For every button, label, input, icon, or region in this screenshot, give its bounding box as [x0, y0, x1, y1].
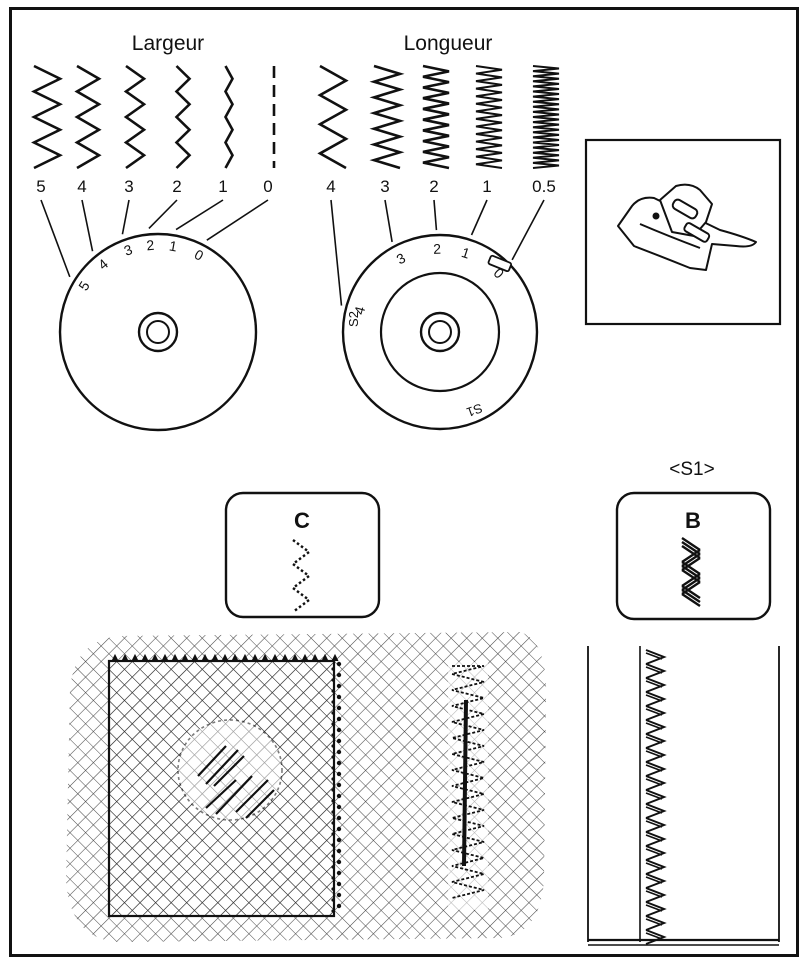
leader-line	[330, 199, 343, 306]
leader-line	[384, 199, 393, 243]
tear-hatching	[197, 745, 275, 819]
length-dial-s2: S2	[346, 311, 361, 327]
mended-tear	[448, 662, 488, 910]
patch-edge-stitching	[111, 653, 342, 913]
length-scale-label: 4	[326, 177, 335, 196]
multi-step-zigzag-stitch	[291, 539, 311, 613]
length-dial-label: 2	[433, 241, 442, 257]
zigzag-sample	[31, 64, 63, 170]
zigzag-sample	[174, 65, 192, 169]
zigzag-sample	[224, 65, 234, 169]
width-scale-label: 0	[263, 177, 272, 196]
hem-stitch-line	[645, 649, 667, 945]
length-zigzag-sample	[369, 64, 405, 170]
length-title: Longueur	[404, 32, 493, 55]
length-scale-label: 2	[429, 177, 438, 196]
width-scale-label: 5	[36, 177, 45, 196]
length-dial-s1: S1	[465, 400, 485, 420]
length-zigzag-sample	[532, 65, 560, 169]
width-zigzag-samples	[31, 64, 276, 170]
length-zigzag-samples	[317, 64, 560, 170]
leader-line	[40, 199, 71, 278]
width-leader-lines	[40, 199, 269, 278]
pattern-b-letter: B	[685, 508, 701, 533]
leader-line	[81, 199, 94, 252]
width-dial[interactable]	[58, 232, 258, 432]
length-scale-label: 3	[380, 177, 389, 196]
width-scale-label: 3	[124, 177, 133, 196]
length-dial[interactable]	[341, 233, 539, 431]
width-dial-label: 2	[146, 237, 155, 254]
length-scale-label: 0.5	[532, 177, 556, 196]
fabric-patch-illustration	[66, 632, 547, 942]
width-scale-label: 4	[77, 177, 86, 196]
leader-line	[121, 199, 130, 235]
pattern-c-card[interactable]	[224, 491, 381, 619]
stretch-zigzag-stitch	[681, 537, 701, 607]
width-scale-numbers: 5 4 3 2 1 0	[36, 177, 272, 196]
pattern-b-caption: <S1>	[669, 459, 714, 480]
length-leader-lines	[330, 199, 545, 306]
leader-line	[511, 199, 545, 261]
elastic-hem-illustration	[587, 646, 780, 946]
leader-line	[470, 199, 488, 236]
width-dial-label: 1	[168, 237, 179, 254]
width-scale-label: 1	[218, 177, 227, 196]
length-scale-label: 1	[482, 177, 491, 196]
pattern-c-letter: C	[294, 508, 310, 533]
zigzag-sample	[123, 64, 147, 170]
length-scale-numbers: 4 3 2 1 0.5	[326, 177, 556, 196]
zigzag-sample	[74, 64, 102, 170]
width-title: Largeur	[132, 32, 204, 55]
leader-line	[206, 199, 269, 241]
presser-foot-panel	[584, 138, 782, 326]
pattern-b-card[interactable]	[615, 491, 772, 621]
zigzag-presser-foot-icon	[617, 183, 757, 271]
leader-line	[433, 199, 438, 231]
leader-line	[175, 199, 224, 231]
length-zigzag-sample	[475, 65, 503, 169]
length-zigzag-sample	[422, 64, 450, 170]
width-scale-label: 2	[172, 177, 181, 196]
length-dial-label: 4	[351, 304, 369, 316]
leader-line	[148, 199, 178, 229]
length-zigzag-sample	[317, 64, 349, 170]
